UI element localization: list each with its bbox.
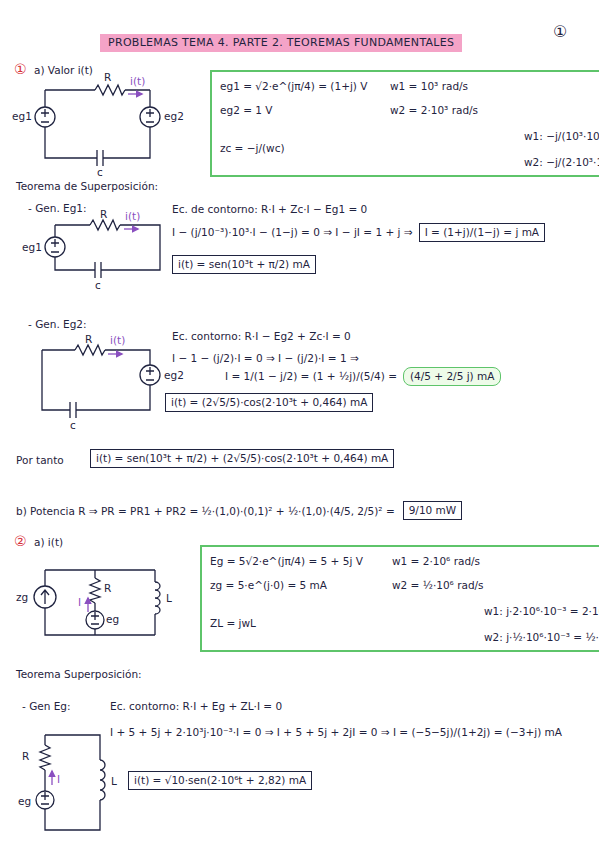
data-line: zc = −j/(wc) [220, 142, 285, 155]
data-line: eg2 = 1 V [220, 104, 272, 117]
data-line: Eg = 5√2·e^(jπ/4) = 5 + 5j V [210, 555, 363, 568]
result-box: i(t) = (2√5/5)·cos(2·10³t + 0,464) mA [165, 393, 373, 412]
data-line: eg1 = √2·e^(jπ/4) = (1+j) V [220, 80, 367, 93]
inductor-symbol [100, 760, 105, 800]
equation-text: I = 1/(1 − j/2) = (1 + ½j)/(5/4) = [225, 370, 397, 383]
result-box: i(t) = sen(10³t + π/2) + (2√5/5)·cos(2·1… [90, 449, 394, 468]
data-line: w1: j·2·10⁶·10⁻³ = 2·10³j Ω [484, 605, 599, 618]
equation-text: I − 1 − (j/2)·I = 0 ⇒ I − (j/2)·I = 1 ⇒ [172, 352, 359, 365]
equation-text: I − (j/10⁻³)·10³·I − (1−j) = 0 ⇒ I − jI … [172, 226, 413, 239]
data-line: ZL = jwL [210, 617, 256, 630]
current-label: i(t) [110, 334, 125, 347]
component-label: R [85, 333, 92, 346]
result-text: (4/5 + 2/5 j) mA [410, 370, 494, 383]
voltage-source [86, 611, 104, 629]
resistor-symbol [90, 220, 120, 230]
component-label: eg [106, 613, 119, 626]
component-label: zg [16, 591, 28, 604]
problem-number: ① [14, 61, 27, 79]
current-source [34, 586, 56, 608]
resistor-symbol [95, 85, 125, 95]
section-heading: Teorema Superposición: [16, 668, 142, 681]
equation-text: Ec. contorno: R·I + Eg + ZL·I = 0 [110, 700, 282, 713]
section-heading: Teorema de Superposición: [16, 180, 158, 193]
component-label: L [111, 775, 117, 788]
component-label: L [166, 592, 172, 605]
equation-text: I + 5 + 5j + 2·10³j·10⁻³·I = 0 ⇒ I + 5 +… [110, 726, 580, 739]
section-heading: - Gen. Eg1: [28, 202, 87, 215]
capacitor-symbol [70, 402, 76, 418]
page-title: PROBLEMAS TEMA 4. PARTE 2. TEOREMAS FUND… [100, 34, 462, 52]
data-line: w1: −j/(10³·10⁻⁶) = −j/10³ Ω [524, 130, 599, 143]
equation-text: b) Potencia R ⇒ PR = PR1 + PR2 = ½·(1,0)… [16, 505, 395, 518]
voltage-source [45, 237, 65, 257]
result-text: i(t) = √10·sen(2·10⁶t + 2,82) mA [134, 774, 306, 787]
circuit-5 [36, 735, 105, 830]
current-label: I [57, 773, 60, 786]
result-text: 9/10 mW [409, 504, 457, 517]
current-label: i(t) [125, 210, 140, 223]
result-text: i(t) = sen(10³t + π/2) + (2√5/5)·cos(2·1… [96, 452, 388, 465]
component-label: eg1 [22, 241, 42, 254]
result-text: i(t) = sen(10³t + π/2) mA [178, 258, 310, 271]
equation-text: Ec. de contorno: R·I + Zc·I − Eg1 = 0 [172, 203, 367, 216]
section-heading: - Gen. Eg2: [28, 318, 87, 331]
data-line: w1 = 10³ rad/s [390, 80, 468, 93]
data-line: w2 = ½·10⁶ rad/s [392, 579, 484, 592]
data-line: w1 = 2·10⁶ rad/s [392, 555, 480, 568]
data-box: eg1 = √2·e^(jπ/4) = (1+j) V w1 = 10³ rad/… [210, 70, 599, 177]
capacitor-symbol [95, 262, 101, 278]
circuit-3 [42, 345, 160, 418]
result-text: I = (1+j)/(1−j) = j mA [425, 226, 539, 239]
equation-text: Ec. contorno: R·I − Eg2 + Zc·I = 0 [172, 330, 351, 343]
current-label: i(t) [130, 75, 145, 88]
resistor-symbol [90, 578, 100, 603]
circuit-2 [45, 220, 160, 278]
result-box: 9/10 mW [403, 501, 463, 520]
problem-number: ② [14, 533, 27, 551]
result-box: i(t) = √10·sen(2·10⁶t + 2,82) mA [128, 771, 312, 790]
component-label: eg2 [164, 110, 184, 123]
voltage-source [36, 791, 54, 809]
data-box: Eg = 5√2·e^(jπ/4) = 5 + 5j V w1 = 2·10⁶ r… [200, 545, 599, 652]
component-label: R [22, 750, 29, 763]
result-box: i(t) = sen(10³t + π/2) mA [172, 255, 316, 274]
component-label: c [95, 279, 101, 292]
component-label: eg [18, 795, 31, 808]
section-heading: - Gen Eg: [22, 700, 71, 713]
component-label: c [70, 419, 76, 432]
component-label: eg2 [164, 369, 184, 382]
result-text: i(t) = (2√5/5)·cos(2·10³t + 0,464) mA [171, 396, 367, 409]
component-label: eg1 [12, 110, 32, 123]
voltage-source [140, 107, 160, 127]
current-label: I [78, 596, 81, 609]
component-label: R [104, 71, 111, 84]
resistor-symbol [75, 345, 105, 355]
component-label: R [104, 582, 111, 595]
result-box: I = (1+j)/(1−j) = j mA [419, 223, 545, 242]
data-line: w2 = 2·10³ rad/s [390, 104, 478, 117]
question-text: a) Valor i(t) [34, 64, 93, 77]
resistor-symbol [40, 745, 50, 770]
inductor-symbol [155, 582, 160, 614]
note-text: Por tanto [16, 454, 64, 467]
data-line: w2: −j/(2·10³·10⁻⁶) = −j/(2·10³) Ω [524, 156, 599, 169]
data-line: w2: j·½·10⁶·10⁻³ = ½·10³j Ω [484, 631, 599, 644]
voltage-source [35, 107, 55, 127]
circuit-4 [34, 570, 160, 635]
capacitor-symbol [97, 150, 103, 166]
data-line: zg = 5·e^(j·0) = 5 mA [210, 579, 327, 592]
component-label: R [100, 208, 107, 221]
result-box: (4/5 + 2/5 j) mA [403, 367, 501, 386]
circuit-1 [35, 85, 160, 166]
page-number: ① [553, 22, 567, 42]
voltage-source [140, 365, 160, 385]
question-text: a) i(t) [34, 536, 63, 549]
component-label: c [97, 166, 103, 179]
